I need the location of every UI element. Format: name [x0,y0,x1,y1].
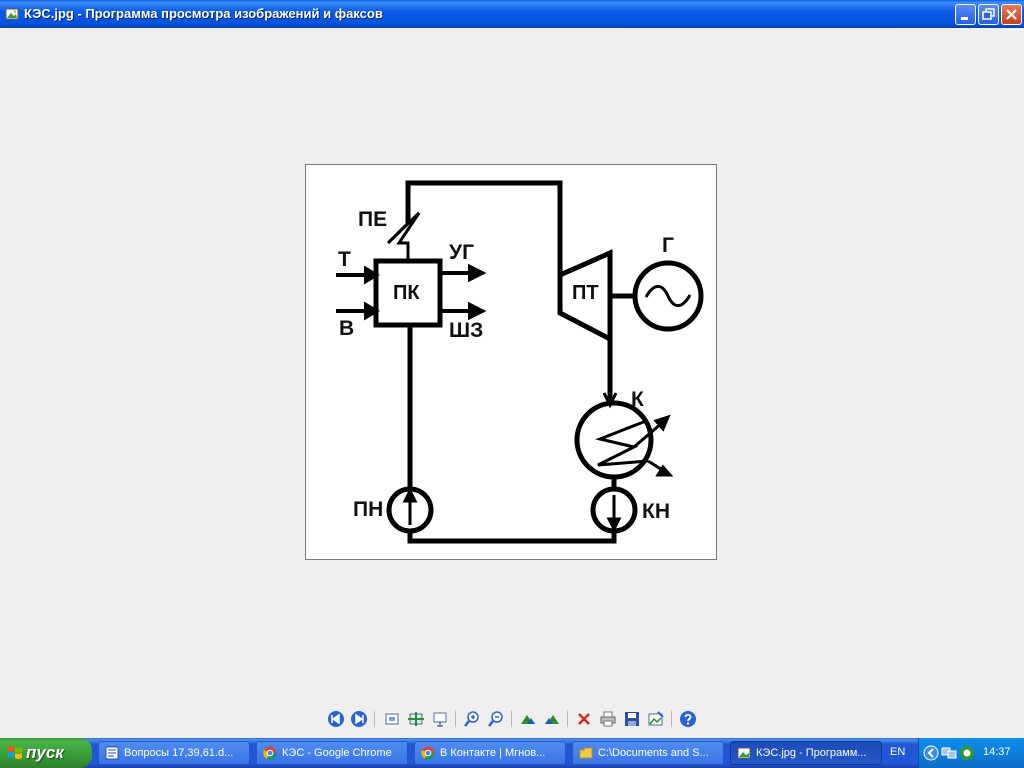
restore-icon [982,8,995,20]
tray-expand-icon[interactable] [923,745,939,761]
rotate-counterclockwise-icon [545,715,559,724]
start-label: пуск [26,743,64,762]
edit-image-icon [648,711,664,726]
system-tray: 14:37 [918,738,1024,768]
taskbar-item-image-viewer[interactable]: КЭС.jpg - Программ... [730,741,882,765]
slideshow-icon [433,712,447,727]
zoom-out-button[interactable] [487,710,505,728]
zoom-out-icon [488,711,503,727]
viewer-toolbar [0,706,1024,732]
windows-flag-icon [8,746,22,759]
taskbar-item-chrome-kes[interactable]: КЭС - Google Chrome [256,741,408,765]
taskbar-item-label: КЭС - Google Chrome [282,747,392,759]
label-feed-pump: ПН [353,498,384,521]
previous-icon [328,711,344,727]
delete-icon [578,713,590,725]
exhaust-arrow [602,392,618,409]
label-generator: Г [662,234,674,257]
zoom-in-button[interactable] [463,710,481,728]
save-icon [625,712,639,726]
label-fuel: Т [338,248,351,271]
actual-size-icon [408,712,424,726]
best-fit-icon [385,713,399,725]
word-doc-icon [105,746,119,760]
slideshow-button[interactable] [431,710,449,728]
open-with-button[interactable] [647,710,665,728]
minimize-icon [961,17,968,20]
image-viewer-icon [737,747,751,759]
label-slag-ash: ШЗ [449,319,484,342]
close-icon [1006,9,1017,20]
toolbar-separator [567,711,568,727]
best-fit-button[interactable] [383,710,401,728]
toolbar-separator [455,711,456,727]
title-bar[interactable]: КЭС.jpg - Программа просмотра изображени… [0,0,1024,28]
label-boiler: ПК [393,282,420,304]
language-indicator[interactable]: EN [890,746,906,758]
feed-water-line [407,531,617,544]
folder-icon [579,747,593,759]
label-flue-gas: УГ [449,241,474,264]
taskbar-item-label: В Контакте | Мгнов... [440,747,546,759]
taskbar-item-chrome-vkontakte[interactable]: В Контакте | Мгнов... [414,741,566,765]
restore-button[interactable] [978,4,999,25]
print-icon [600,711,616,727]
clock[interactable]: 14:37 [983,746,1011,758]
taskbar-item-label: C:\Documents and S... [598,747,709,759]
minimize-button[interactable] [955,4,976,25]
rotate-clockwise-button[interactable] [519,710,537,728]
rotate-counterclockwise-button[interactable] [543,710,561,728]
start-button[interactable]: пуск [0,738,92,768]
delete-button[interactable] [575,710,593,728]
previous-image-button[interactable] [327,710,345,728]
next-image-button[interactable] [350,710,368,728]
taskbar-item-label: КЭС.jpg - Программ... [756,747,867,759]
save-button[interactable] [623,710,641,728]
steam-line [405,180,563,313]
chrome-icon [263,746,277,760]
taskbar-item-explorer[interactable]: C:\Documents and S... [572,741,724,765]
help-icon [680,711,696,727]
print-button[interactable] [599,710,617,728]
close-button[interactable] [1001,4,1022,25]
toolbar-separator [671,711,672,727]
taskbar-item-label: Вопросы 17,39,61.d... [124,747,234,759]
generator-circle [632,260,704,332]
security-icon[interactable] [959,745,975,761]
image-viewer-app-icon [5,8,19,20]
superheater-zigzag [386,211,421,261]
toolbar-separator [511,711,512,727]
network-icon[interactable] [941,745,957,761]
label-condenser: К [631,388,644,411]
generator-sine-icon [644,284,692,308]
label-condensate-pump: КН [642,500,670,523]
next-icon [351,711,367,727]
chrome-icon [421,746,435,760]
rotate-clockwise-icon [521,715,535,724]
label-superheater: ПЕ [358,208,388,231]
taskbar: пуск Вопросы 17,39,61.d... КЭС - Google … [0,738,1024,768]
displayed-image: ПЕ Т В ПК УГ ШЗ ПТ Г К ПН КН [305,164,717,560]
toolbar-separator [374,711,375,727]
image-viewer-area[interactable]: ПЕ Т В ПК УГ ШЗ ПТ Г К ПН КН [0,28,1024,738]
actual-size-button[interactable] [407,710,425,728]
window-title: КЭС.jpg - Программа просмотра изображени… [24,6,383,21]
help-button[interactable] [679,710,697,728]
power-plant-scheme-diagram [336,180,704,544]
label-turbine: ПТ [572,282,599,304]
label-air: В [339,317,355,340]
taskbar-item-word-document[interactable]: Вопросы 17,39,61.d... [98,741,250,765]
zoom-in-icon [464,711,479,727]
